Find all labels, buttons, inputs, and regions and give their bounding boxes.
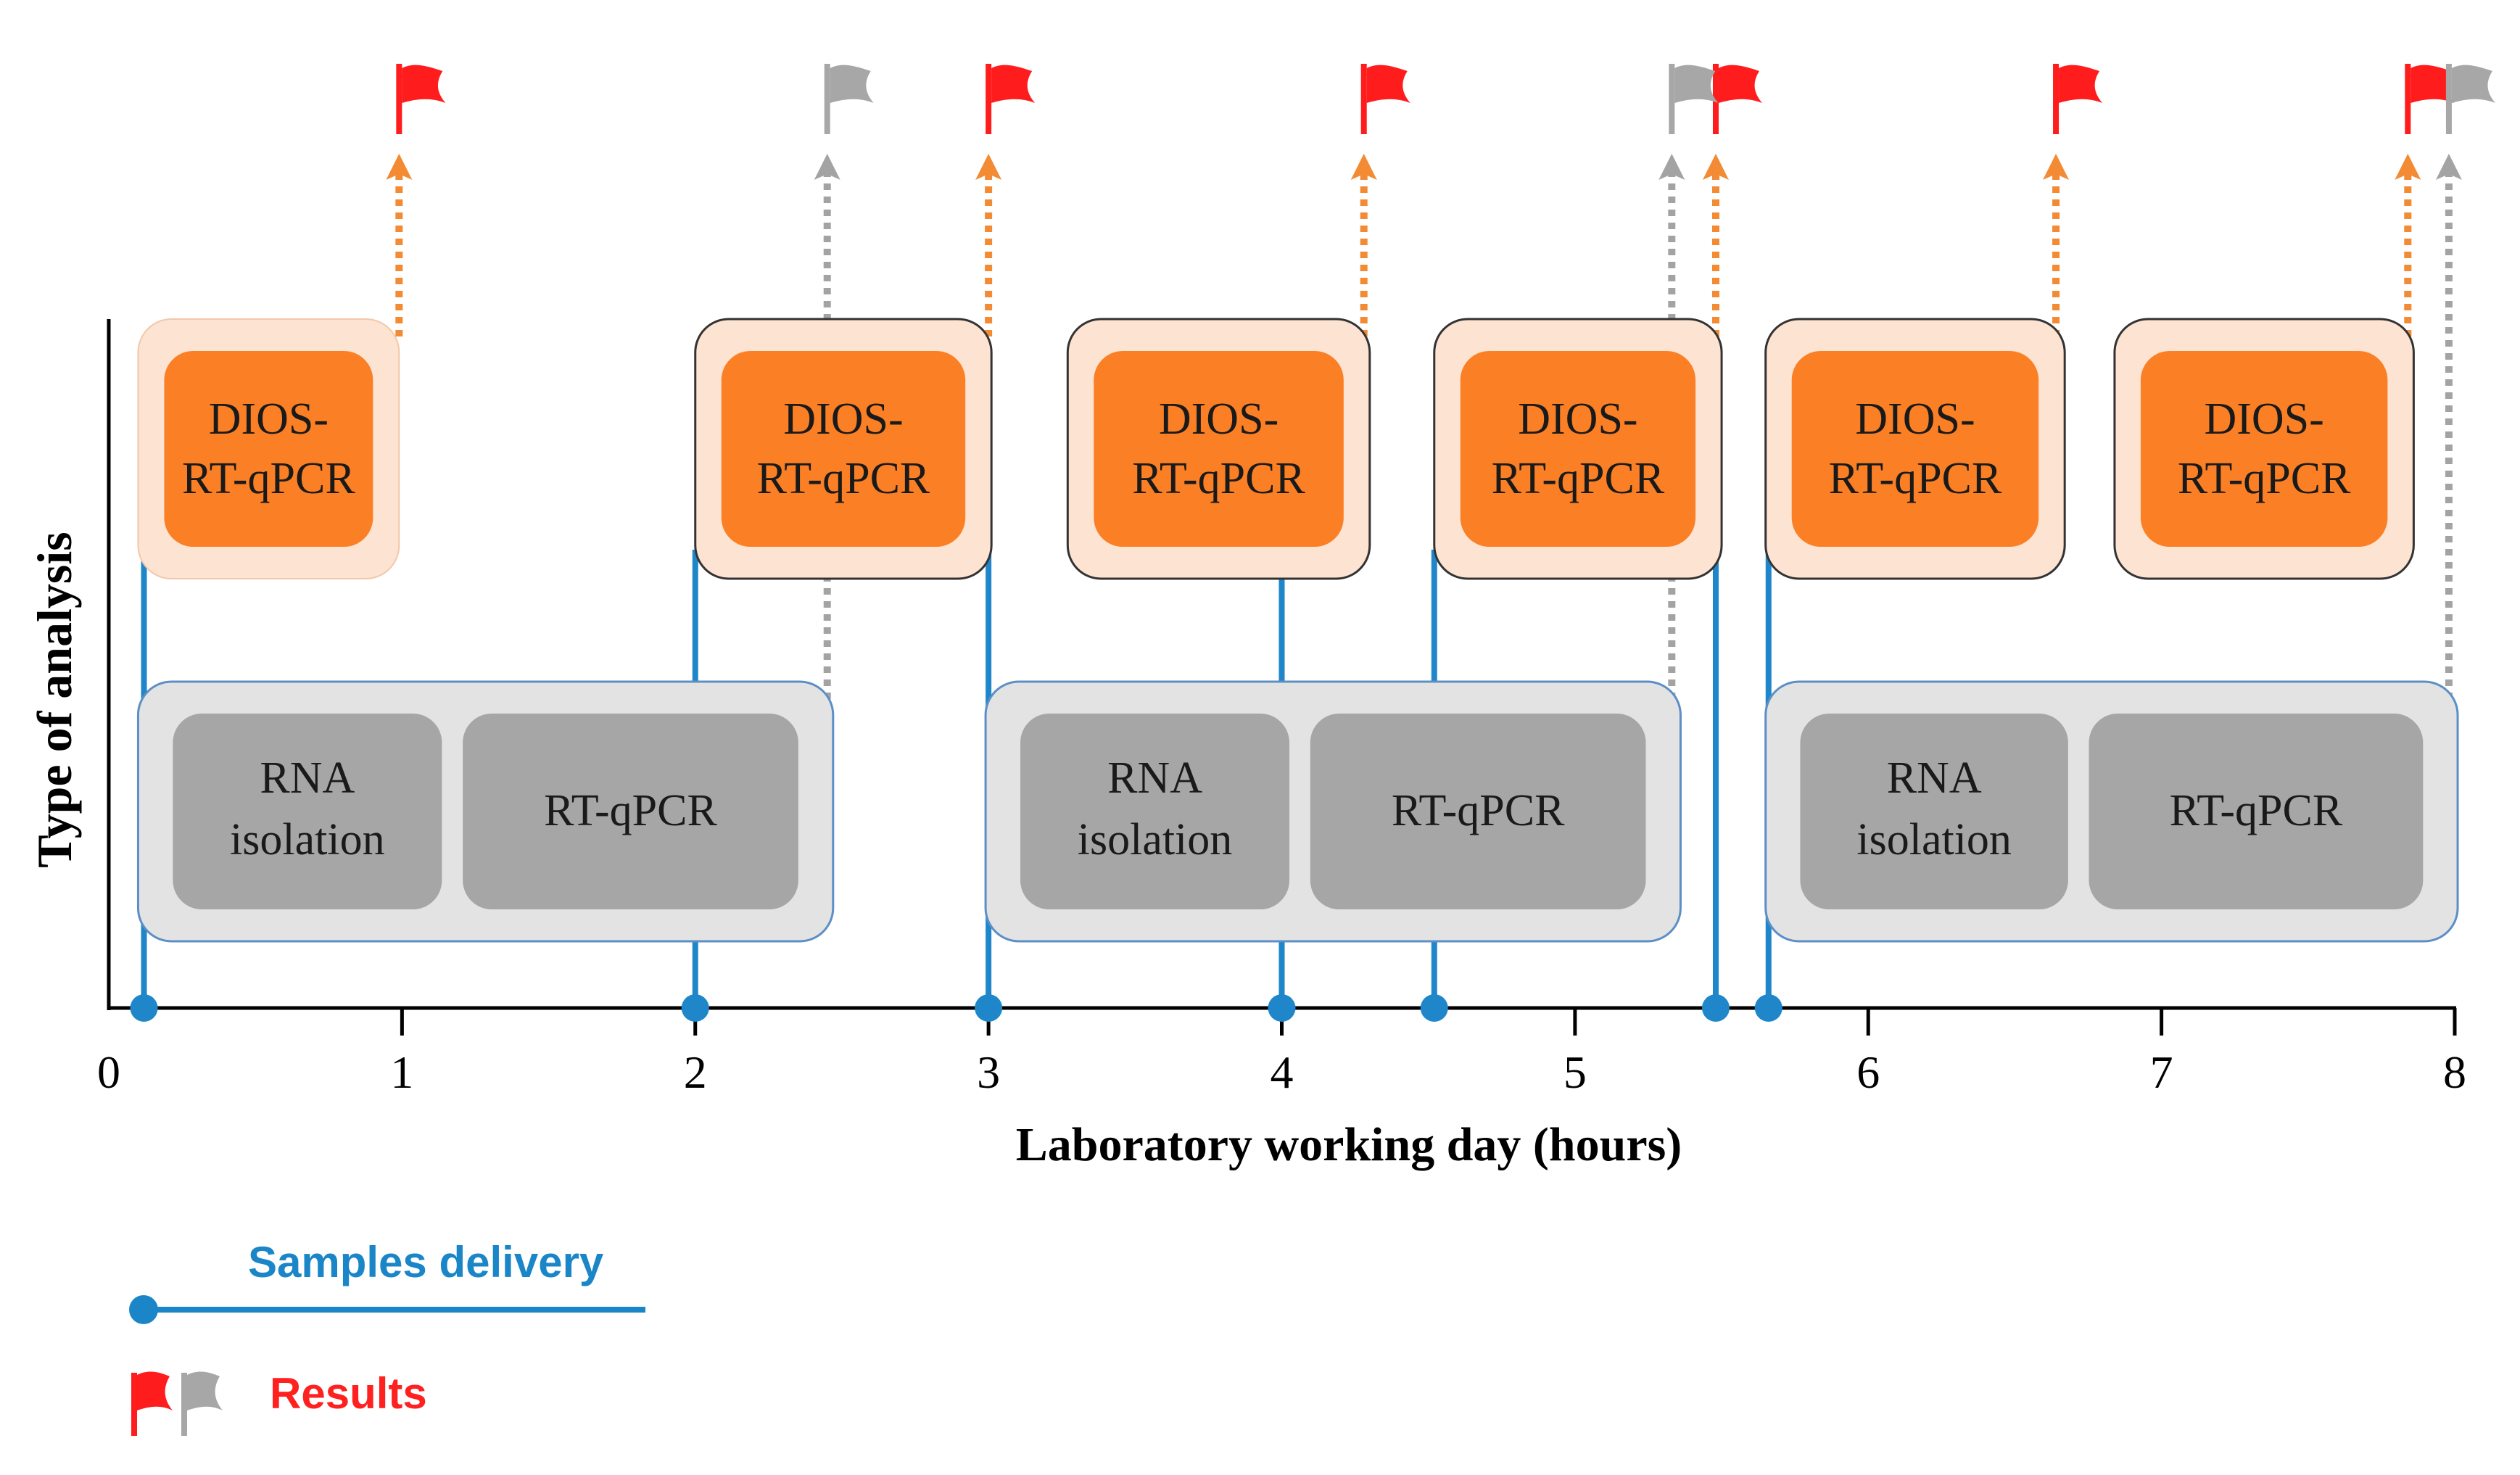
rt-qpcr-step	[2089, 714, 2424, 909]
rna-isolation-label-line1: RNA	[260, 753, 355, 803]
delivery-dot	[975, 994, 1003, 1022]
delivery-dots-layer	[130, 994, 1782, 1022]
red-flag-icon	[1712, 64, 1762, 134]
x-axis-label: Laboratory working day (hours)	[1016, 1118, 1682, 1171]
dios-label-line2: RT-qPCR	[1132, 454, 1305, 503]
legend: Samples delivery Results	[129, 1238, 645, 1436]
legend-grey-flag-icon	[181, 1371, 223, 1436]
dios-label-line2: RT-qPCR	[2178, 454, 2351, 503]
red-flag-icon	[1360, 64, 1410, 134]
rna-isolation-label-line1: RNA	[1887, 753, 1982, 803]
delivery-dot	[1420, 994, 1448, 1022]
rna-isolation-label-line1: RNA	[1107, 753, 1202, 803]
dios-result-arrowhead-2	[1350, 154, 1377, 180]
rna-isolation-label-line2: isolation	[1856, 815, 2012, 864]
x-tick-label: 4	[1271, 1046, 1294, 1098]
rt-qpcr-label: RT-qPCR	[544, 786, 717, 835]
dios-label-line1: DIOS-	[783, 394, 903, 444]
rna-isolation-step	[173, 714, 442, 909]
dios-label-line1: DIOS-	[1518, 394, 1637, 444]
grey-flag-icon	[1669, 64, 1719, 134]
dios-result-arrowhead-5	[2395, 154, 2421, 180]
dios-result-arrowhead-0	[386, 154, 413, 180]
analysis-boxes-layer: DIOS-RT-qPCRDIOS-RT-qPCRDIOS-RT-qPCRDIOS…	[136, 318, 2459, 943]
legend-results-label: Results	[270, 1369, 427, 1418]
delivery-dot	[681, 994, 709, 1022]
rt-qpcr-label: RT-qPCR	[1392, 786, 1565, 835]
x-tick-label: 6	[1856, 1046, 1880, 1098]
x-tick-label: 5	[1563, 1046, 1587, 1098]
dios-label-line1: DIOS-	[1855, 394, 1975, 444]
dios-rt-qpcr-box: DIOS- RT-qPCR	[2113, 318, 2415, 580]
x-tick-label: 7	[2150, 1046, 2173, 1098]
rt-qpcr-step	[463, 714, 798, 909]
legend-red-flag-icon	[131, 1371, 173, 1436]
x-tick-label: 1	[390, 1046, 413, 1098]
x-tick-label: 0	[97, 1046, 120, 1098]
dios-result-arrowhead-1	[975, 154, 1002, 180]
rt-qpcr-step	[1310, 714, 1646, 909]
rna-result-arrowhead-1	[1658, 154, 1685, 180]
dios-rt-qpcr-box: DIOS- RT-qPCR	[1433, 318, 1723, 580]
rna-rt-qpcr-box: RNA isolation RT-qPCR	[984, 680, 1682, 943]
grey-flag-icon	[824, 64, 874, 134]
grey-flag-icon	[2445, 64, 2495, 134]
delivery-dot	[1701, 994, 1730, 1022]
red-flag-icon	[396, 64, 446, 134]
x-tick-label: 3	[977, 1046, 1000, 1098]
rna-isolation-step	[1020, 714, 1290, 909]
dios-label-line2: RT-qPCR	[1829, 454, 2002, 503]
result-flags-layer	[396, 64, 2495, 134]
legend-delivery-label: Samples delivery	[248, 1238, 604, 1286]
dios-label-line1: DIOS-	[2204, 394, 2323, 444]
red-flag-icon	[2053, 64, 2103, 134]
dios-rt-qpcr-box: DIOS- RT-qPCR	[137, 318, 400, 579]
rna-rt-qpcr-box: RNA isolation RT-qPCR	[1764, 680, 2459, 943]
dios-label-line2: RT-qPCR	[757, 454, 930, 503]
dios-result-arrowhead-4	[2043, 154, 2070, 180]
y-axis-label: Type of analysis	[27, 532, 82, 867]
dios-label-line2: RT-qPCR	[182, 454, 355, 503]
dios-result-arrowhead-3	[1702, 154, 1729, 180]
dios-rt-qpcr-box: DIOS- RT-qPCR	[694, 318, 993, 580]
rna-result-arrowhead-2	[2435, 154, 2462, 180]
dios-label-line2: RT-qPCR	[1492, 454, 1665, 503]
rna-rt-qpcr-box: RNA isolation RT-qPCR	[136, 680, 835, 943]
delivery-dot	[1754, 994, 1782, 1022]
legend-delivery-symbol	[129, 1295, 645, 1324]
rna-isolation-label-line2: isolation	[1078, 815, 1233, 864]
red-flag-icon	[986, 64, 1036, 134]
rt-qpcr-label: RT-qPCR	[2170, 786, 2343, 835]
rna-result-arrowhead-0	[814, 154, 840, 180]
dios-label-line1: DIOS-	[1159, 394, 1278, 444]
delivery-dot	[1268, 994, 1296, 1022]
rna-isolation-label-line2: isolation	[230, 815, 385, 864]
dios-label-line1: DIOS-	[209, 394, 329, 444]
axis-layer: 0 1 2 3 4 5 6 7 8	[97, 319, 2466, 1098]
rna-isolation-step	[1800, 714, 2068, 909]
x-tick-label: 8	[2443, 1046, 2466, 1098]
dios-rt-qpcr-box: DIOS- RT-qPCR	[1066, 318, 1371, 580]
delivery-dot	[130, 994, 158, 1022]
x-tick-label: 2	[684, 1046, 707, 1098]
dios-rt-qpcr-box: DIOS- RT-qPCR	[1764, 318, 2066, 580]
red-flag-icon	[2405, 64, 2455, 134]
